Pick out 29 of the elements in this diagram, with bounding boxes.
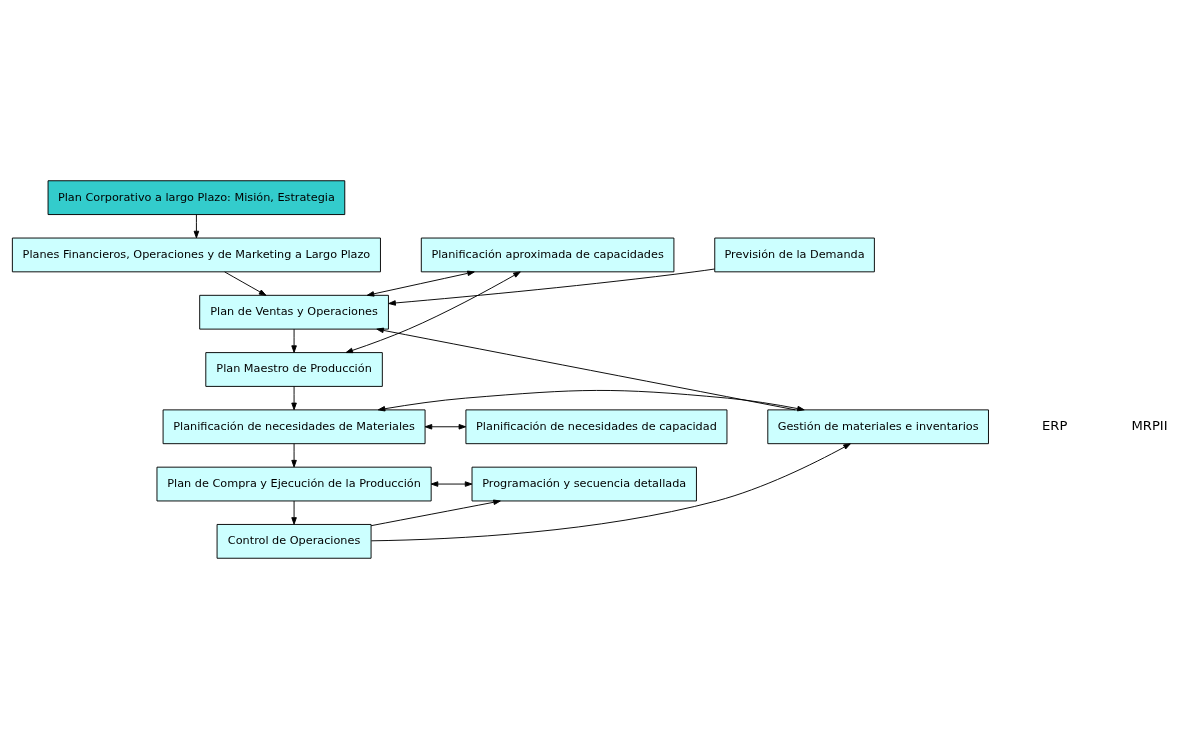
node-box: Planes Financieros, Operaciones y de Marketing a Largo Plazo (11, 237, 381, 272)
arrow (291, 442, 297, 467)
arrow (291, 328, 297, 353)
node-box: Planificación de necesidades de capacidad (465, 408, 728, 444)
node-box: Plan de Ventas y Operaciones (199, 294, 389, 330)
arrow (424, 423, 467, 430)
node-box: Control de Operaciones (216, 523, 372, 559)
node-box: Previsión de la Demanda (714, 237, 875, 272)
arrow (193, 213, 200, 238)
arrow (377, 389, 805, 411)
arrow (291, 385, 297, 410)
arrow (291, 500, 297, 525)
node-box: Gestión de materiales e inventarios (767, 408, 989, 444)
node-box: Planificación aproximada de capacidades (420, 237, 675, 272)
node-box: Programación y secuencia detallada (471, 466, 697, 501)
arrow (370, 499, 501, 526)
arrow (370, 442, 851, 541)
arrow (430, 480, 473, 487)
node-box: Plan Corporativo a largo Plazo: Misión, Estrategia (47, 179, 346, 215)
arrow (388, 268, 716, 306)
label: ERP (1042, 417, 1068, 433)
label: MRPII (1131, 417, 1168, 433)
arrow (376, 327, 796, 410)
node-box: Plan Maestro de Producción (205, 351, 383, 387)
node-box: Plan de Compra y Ejecución de la Producción (156, 466, 432, 501)
arrow (345, 270, 521, 353)
arrow (224, 270, 267, 296)
node-box: Planificación de necesidades de Materiales (162, 408, 426, 444)
arrow (366, 270, 475, 297)
